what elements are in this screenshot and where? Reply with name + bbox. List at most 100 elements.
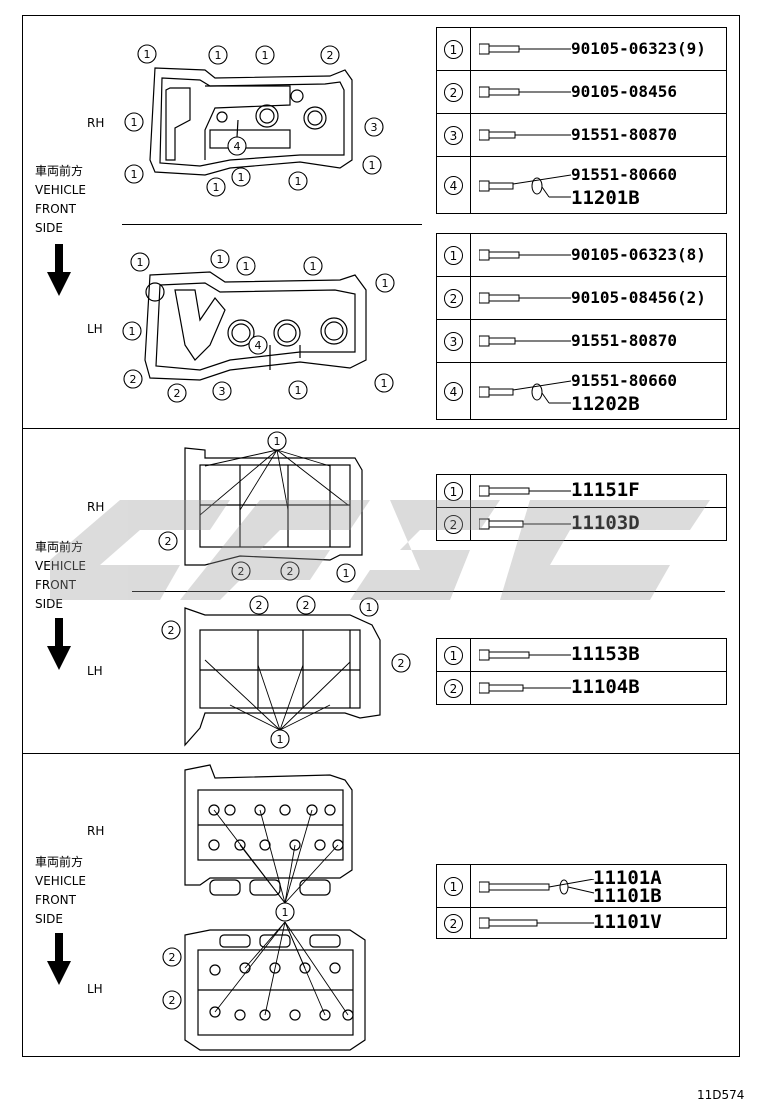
part-number: 90105-06323(8) <box>571 245 706 264</box>
rh-cylinder-head-drawing <box>184 764 353 896</box>
svg-text:4: 4 <box>255 339 262 352</box>
svg-text:1: 1 <box>137 256 144 269</box>
side-label-rh: RH <box>87 116 105 130</box>
part-number: 91551-80870 <box>571 331 677 350</box>
svg-text:1: 1 <box>262 49 269 62</box>
table-row: 1 11153B <box>436 638 727 672</box>
bolt-washer-icon <box>479 174 571 198</box>
table-row: 2 11103D <box>436 507 727 541</box>
svg-text:2: 2 <box>256 599 263 612</box>
lh-cylinder-head-drawing <box>184 929 366 1051</box>
part-number: 90105-06323(9) <box>571 39 706 58</box>
table-row: 2 11104B <box>436 671 727 705</box>
svg-text:1: 1 <box>277 733 284 746</box>
parts-table-head: 1 11101A 11101B 2 11101V <box>436 864 727 939</box>
leader-lines <box>199 449 351 1016</box>
part-number: 11201B <box>571 187 640 209</box>
bolt-icon <box>479 86 571 98</box>
parts-table-rh: 1 90105-06323(9) 2 90105-08456 3 91551-8… <box>436 27 727 214</box>
side-label-lh: LH <box>87 664 103 678</box>
bolt-icon <box>479 129 571 141</box>
table-row: 2 11101V <box>436 907 727 939</box>
part-number: 91551-80660 <box>571 165 677 184</box>
svg-text:1: 1 <box>274 435 281 448</box>
svg-text:1: 1 <box>295 175 302 188</box>
side-label-rh: RH <box>87 824 105 838</box>
table-row: 4 91551-80660 11201B <box>436 156 727 214</box>
svg-text:2: 2 <box>169 994 176 1007</box>
svg-text:2: 2 <box>174 387 181 400</box>
table-row: 3 91551-80870 <box>436 113 727 157</box>
table-row: 1 90105-06323(9) <box>436 27 727 71</box>
svg-text:1: 1 <box>343 567 350 580</box>
svg-text:1: 1 <box>366 601 373 614</box>
svg-text:1: 1 <box>129 325 136 338</box>
table-row: 2 90105-08456(2) <box>436 276 727 320</box>
parts-table-lh: 1 90105-06323(8) 2 90105-08456(2) 3 9155… <box>436 233 727 420</box>
bolt-icon <box>479 649 571 661</box>
table-row: 1 11151F <box>436 474 727 508</box>
part-number: 90105-08456(2) <box>571 288 706 307</box>
down-arrow-icon <box>47 618 71 670</box>
table-row: 1 90105-06323(8) <box>436 233 727 277</box>
part-number: 11153B <box>571 643 640 665</box>
svg-text:2: 2 <box>398 657 405 670</box>
bolt-washer-icon <box>479 879 595 895</box>
bolt-icon <box>479 43 571 55</box>
view-divider <box>132 591 725 592</box>
bolt-icon <box>479 917 594 929</box>
diagram-code: 11D574 <box>697 1088 745 1102</box>
svg-text:2: 2 <box>165 535 172 548</box>
part-number: 11151F <box>571 479 640 501</box>
svg-text:2: 2 <box>169 951 176 964</box>
side-label-lh: LH <box>87 322 103 336</box>
part-number: 11101B <box>593 885 662 907</box>
parts-table-lh: 1 11153B 2 11104B <box>436 638 727 705</box>
svg-text:3: 3 <box>371 121 378 134</box>
down-arrow-icon <box>47 244 71 296</box>
part-number: 11101A <box>593 867 662 889</box>
rh-cam-cover-drawing <box>149 67 353 176</box>
table-row: 1 11101A 11101B <box>436 864 727 908</box>
callouts: 1 1 1 2 1 3 4 1 1 1 1 1 1 1 1 1 1 1 4 2 … <box>122 44 411 1010</box>
svg-text:1: 1 <box>381 377 388 390</box>
svg-text:1: 1 <box>369 159 376 172</box>
svg-text:1: 1 <box>382 277 389 290</box>
part-number: 11101V <box>593 911 662 933</box>
svg-text:1: 1 <box>310 260 317 273</box>
svg-text:4: 4 <box>234 140 241 153</box>
bolt-icon <box>479 682 571 694</box>
part-number: 90105-08456 <box>571 82 677 101</box>
parts-table-rh: 1 11151F 2 11103D <box>436 474 727 541</box>
table-row: 4 91551-80660 11202B <box>436 362 727 420</box>
bolt-icon <box>479 249 571 261</box>
part-number: 11104B <box>571 676 640 698</box>
svg-text:1: 1 <box>243 260 250 273</box>
table-row: 2 90105-08456 <box>436 70 727 114</box>
part-number: 11202B <box>571 393 640 415</box>
side-label-lh: LH <box>87 982 103 996</box>
svg-text:2: 2 <box>238 565 245 578</box>
svg-text:1: 1 <box>144 48 151 61</box>
bolt-icon <box>479 335 571 347</box>
svg-text:1: 1 <box>213 181 220 194</box>
svg-text:3: 3 <box>219 385 226 398</box>
bolt-icon <box>479 485 571 497</box>
bolt-icon <box>479 518 571 530</box>
svg-text:1: 1 <box>131 116 138 129</box>
lh-camshaft-housing-drawing <box>184 607 381 747</box>
svg-text:1: 1 <box>295 384 302 397</box>
bolt-icon <box>479 292 571 304</box>
svg-text:2: 2 <box>303 599 310 612</box>
view-divider <box>122 224 422 225</box>
diagram-frame <box>22 15 740 1057</box>
svg-text:2: 2 <box>327 49 334 62</box>
svg-text:2: 2 <box>130 373 137 386</box>
part-number: 11103D <box>571 512 640 534</box>
lh-cam-cover-drawing <box>144 271 367 381</box>
svg-text:2: 2 <box>287 565 294 578</box>
svg-text:2: 2 <box>168 624 175 637</box>
